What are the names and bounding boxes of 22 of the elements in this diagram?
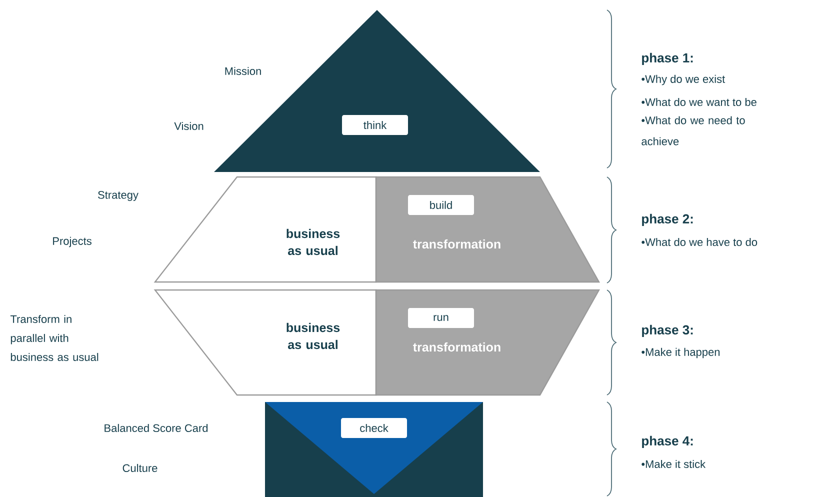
bullet-item: •Why do we exist bbox=[642, 74, 726, 86]
side-label: Strategy bbox=[98, 191, 138, 201]
bullet-item: •What do we need to achieve bbox=[642, 116, 745, 146]
bullet-item: •What do we have to do bbox=[642, 238, 758, 246]
bullet-item: •Make it happen bbox=[642, 348, 720, 358]
label-box: build bbox=[408, 195, 474, 215]
side-label: Transform in parallel with business as usual bbox=[10, 314, 98, 362]
side-label: Vision bbox=[174, 122, 204, 130]
bullet-item: •What do we want to be bbox=[642, 98, 756, 106]
phase-heading: phase 4: bbox=[642, 436, 693, 448]
pyramid-top bbox=[214, 10, 540, 172]
phase-heading: phase 2: bbox=[642, 214, 693, 226]
label-box: check bbox=[341, 418, 407, 438]
side-label: Culture bbox=[122, 464, 158, 472]
phase-heading: phase 1: bbox=[642, 52, 693, 66]
label-box: run bbox=[408, 308, 474, 328]
side-label: Projects bbox=[53, 236, 92, 248]
label-box: think bbox=[342, 115, 408, 135]
side-label: Balanced Score Card bbox=[104, 424, 208, 432]
bullet-item: •Make it stick bbox=[642, 460, 706, 468]
phase-heading: phase 3: bbox=[642, 324, 693, 338]
side-label: Mission bbox=[225, 66, 261, 76]
